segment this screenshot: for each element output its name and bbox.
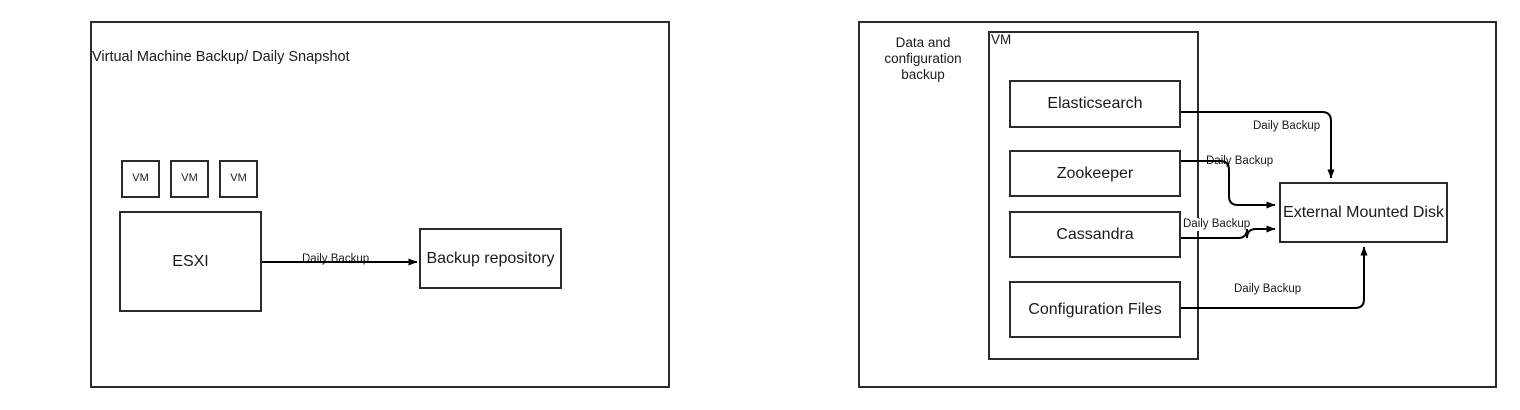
- vm-box-3: VM: [219, 160, 258, 198]
- external-mounted-disk-node: External Mounted Disk: [1279, 182, 1448, 243]
- elasticsearch-node: Elasticsearch: [1009, 80, 1181, 128]
- vm-box-2: VM: [170, 160, 209, 198]
- backup-repository-node: Backup repository: [419, 228, 562, 289]
- esxi-host-node: ESXI: [119, 211, 262, 312]
- edge-label-configuration-files-to-disk: Daily Backup: [1232, 283, 1304, 296]
- vm-box-1: VM: [121, 160, 160, 198]
- configuration-files-node: Configuration Files: [1009, 281, 1181, 338]
- left-panel-title: Virtual Machine Backup/ Daily Snapshot: [92, 49, 350, 65]
- left-panel-container: [90, 21, 670, 388]
- edge-label-cassandra-to-disk: Daily Backup: [1181, 218, 1253, 231]
- edge-label-elasticsearch-to-disk: Daily Backup: [1251, 120, 1323, 133]
- edge-label-esxi-to-backup-repository: Daily Backup: [300, 253, 372, 266]
- cassandra-node: Cassandra: [1009, 211, 1181, 258]
- edge-label-zookeeper-to-disk: Daily Backup: [1204, 155, 1276, 168]
- vm-group-label: VM: [991, 32, 1012, 47]
- right-panel-side-label: Data and configuration backup: [884, 35, 962, 82]
- zookeeper-node: Zookeeper: [1009, 150, 1181, 197]
